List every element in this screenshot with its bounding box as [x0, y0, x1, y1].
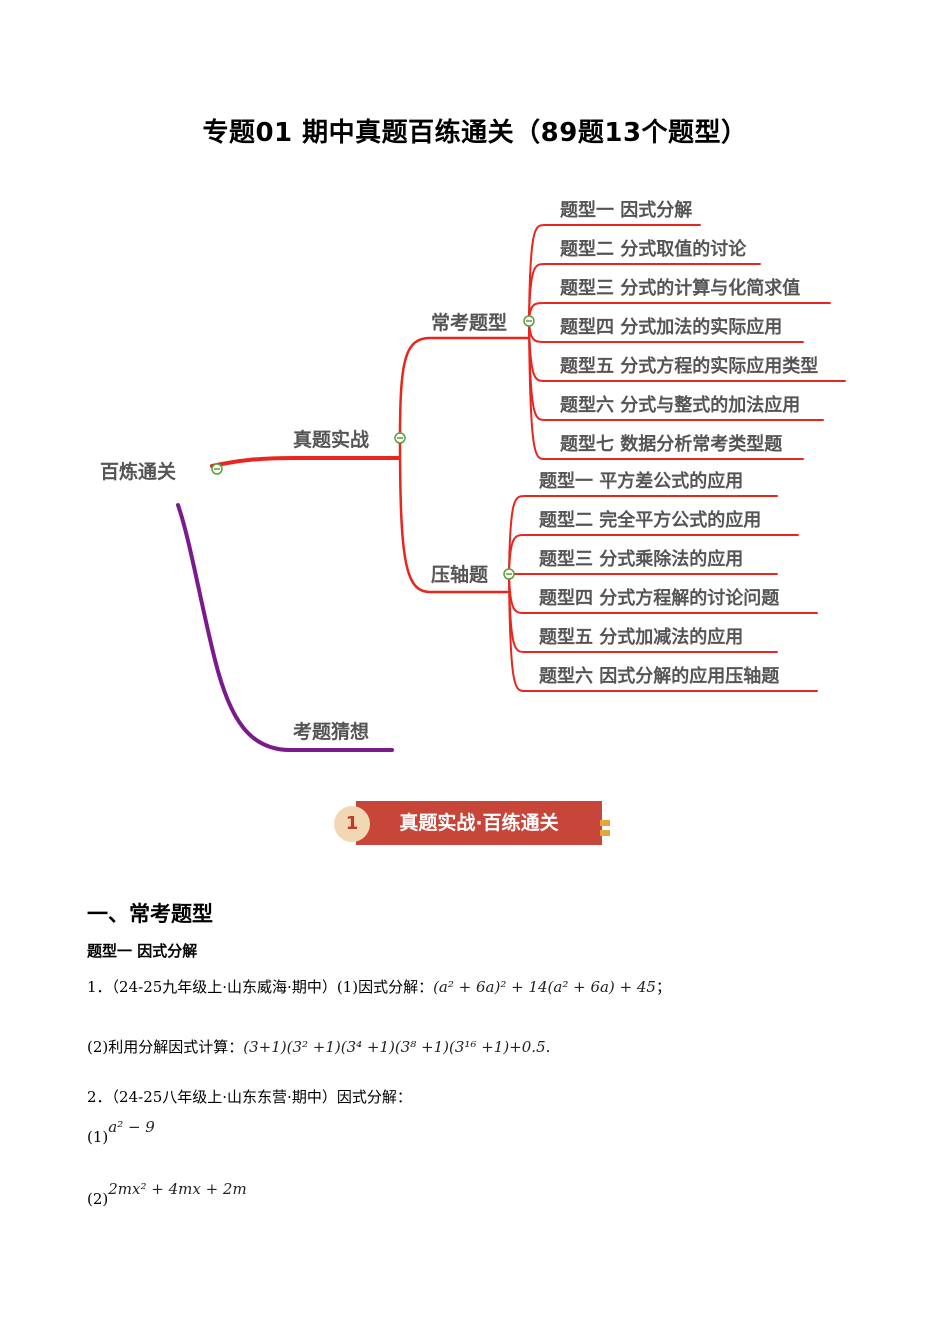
question-1-line-2: (2)利用分解因式计算：(3+1)(3² +1)(3⁴ +1)(3⁸ +1)(3…	[87, 1036, 550, 1057]
question-2-part-2-expr: 2mx² + 4mx + 2m	[108, 1180, 247, 1198]
mindmap-item: 题型六 分式与整式的加法应用	[560, 394, 800, 416]
mindmap-item: 题型七 数据分析常考类型题	[560, 433, 783, 455]
banner-deco-icon	[600, 820, 610, 826]
mindmap-sub-1: 常考题型	[431, 311, 507, 334]
mindmap-branch-1: 真题实战	[293, 428, 369, 451]
edge-sub2-item	[508, 495, 778, 575]
mindmap-item: 题型三 分式乘除法的应用	[539, 548, 743, 570]
banner-text: 真题实战·百练通关	[399, 812, 559, 834]
banner-number: 1	[334, 806, 370, 842]
subsection-heading: 题型一 因式分解	[87, 942, 198, 960]
mindmap-item: 题型一 平方差公式的应用	[539, 470, 743, 492]
mindmap-item: 题型三 分式的计算与化简求值	[560, 277, 800, 299]
question-1-sep: ；	[655, 978, 671, 996]
question-2-prefix: 2．（24-25八年级上·山东东营·期中）因式分解：	[87, 1088, 412, 1106]
section-banner: 1 真题实战·百练通关	[334, 800, 614, 848]
question-2-part-2-label: (2)	[87, 1190, 109, 1208]
banner-bar	[356, 801, 602, 845]
question-1-prefix: 1．（24-25九年级上·山东威海·期中）(1)因式分解：	[87, 978, 434, 996]
question-1-part-2: (2)利用分解因式计算：	[87, 1038, 244, 1056]
question-1-end: .	[545, 1038, 551, 1056]
mindmap-item: 题型四 分式加法的实际应用	[560, 316, 782, 338]
edge-sub2-item	[508, 573, 818, 692]
edge-branch1-sub1	[398, 336, 530, 440]
mindmap-item: 题型一 因式分解	[560, 199, 692, 221]
mindmap-item: 题型五 分式加减法的应用	[539, 626, 743, 648]
mindmap-item: 题型二 分式取值的讨论	[560, 238, 747, 260]
section-heading: 一、常考题型	[87, 902, 213, 926]
question-2-part-1-expr: a² − 9	[108, 1118, 155, 1136]
edge-root-branch1	[210, 456, 400, 468]
question-1-line-1: 1．（24-25九年级上·山东威海·期中）(1)因式分解：(a² + 6a)² …	[87, 976, 671, 997]
mindmap-sub-2: 压轴题	[431, 563, 488, 586]
edge-branch1-sub2	[398, 436, 510, 594]
mindmap-item: 题型五 分式方程的实际应用类型	[560, 355, 818, 377]
question-1-expr-2: (3+1)(3² +1)(3⁴ +1)(3⁸ +1)(3¹⁶ +1)+0.5	[243, 1038, 546, 1056]
page-title: 专题01 期中真题百练通关（89题13个题型）	[202, 118, 748, 148]
mindmap-item: 题型二 完全平方公式的应用	[539, 509, 761, 531]
question-2-part-1: (1)a² − 9	[87, 1118, 155, 1146]
edge-sub2-item	[508, 534, 799, 575]
edge-root-branch2	[176, 503, 394, 752]
mindmap-root: 百炼通关	[100, 460, 176, 483]
question-2-part-2: (2)2mx² + 4mx + 2m	[87, 1180, 247, 1208]
edge-sub1-item	[528, 263, 761, 322]
mindmap-item: 题型四 分式方程解的讨论问题	[539, 587, 780, 609]
banner-deco-icon	[600, 830, 610, 836]
edge-sub1-item	[528, 320, 804, 460]
question-2-part-1-label: (1)	[87, 1128, 109, 1146]
question-1-expr-1: (a² + 6a)² + 14(a² + 6a) + 45	[433, 978, 656, 996]
mindmap-item: 题型六 因式分解的应用压轴题	[539, 665, 780, 687]
mindmap-branch-2: 考题猜想	[293, 720, 369, 743]
